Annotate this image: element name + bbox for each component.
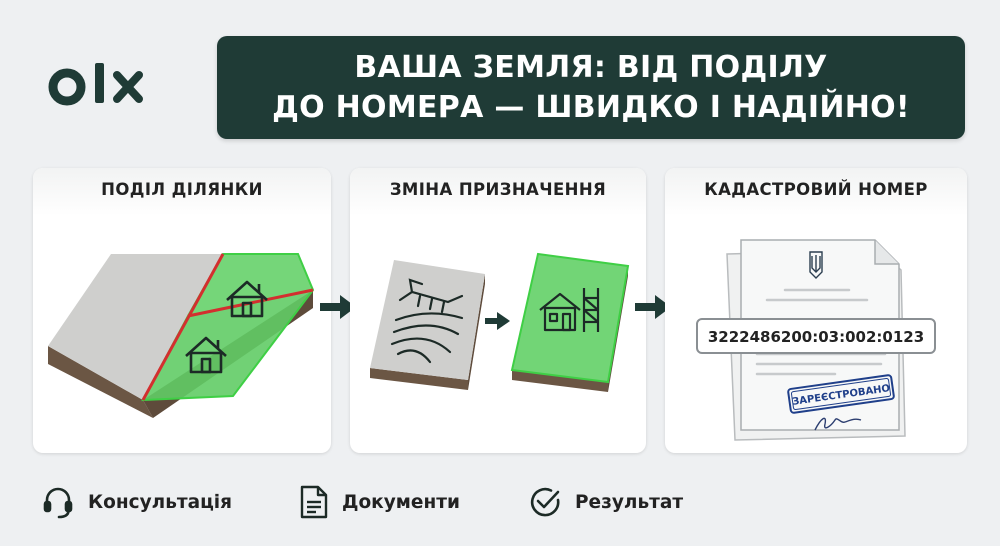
card-cadastral-number: КАДАСТРОВИЙ НОМЕР 3222486200:03:002:0123… bbox=[665, 168, 967, 453]
card-title-change-purpose: ЗМІНА ПРИЗНАЧЕННЯ bbox=[389, 179, 607, 199]
cadastral-number-box bbox=[696, 318, 936, 354]
card-title-plot-division: ПОДІЛ ДІЛЯНКИ bbox=[101, 179, 263, 199]
house-icon bbox=[226, 280, 268, 318]
arrow-right-icon bbox=[320, 295, 356, 319]
footer-documents: Документи bbox=[298, 482, 460, 522]
footer-label-consultation: Консультація bbox=[88, 491, 233, 513]
headline-banner: ВАША ЗЕМЛЯ: ВІД ПОДІЛУ ДО НОМЕРА — ШВИДК… bbox=[217, 36, 965, 139]
check-circle-icon bbox=[530, 487, 560, 517]
divided-plot-illustration bbox=[48, 253, 315, 418]
card-plot-division: ПОДІЛ ДІЛЯНКИ bbox=[33, 168, 331, 453]
cadastral-number-text: 3222486200:03:002:0123 bbox=[708, 328, 924, 346]
house-icon bbox=[185, 336, 227, 374]
house-construction-icon bbox=[539, 288, 600, 332]
parcel-bottom bbox=[143, 290, 313, 400]
arrow-right-icon bbox=[635, 295, 671, 319]
purpose-change-illustration bbox=[370, 252, 630, 392]
footer-consultation: Консультація bbox=[40, 482, 232, 522]
document-icon bbox=[300, 485, 328, 519]
headset-icon bbox=[43, 487, 73, 519]
headline-line-1: ВАША ЗЕМЛЯ: ВІД ПОДІЛУ bbox=[354, 49, 828, 85]
headline-line-2: ДО НОМЕРА — ШВИДКО І НАДІЙНО! bbox=[272, 89, 910, 125]
trident-icon bbox=[809, 251, 823, 279]
cadastral-document-illustration: 3222486200:03:002:0123 ЗАРЕЄСТРОВАНО bbox=[696, 239, 936, 441]
card-change-purpose: ЗМІНА ПРИЗНАЧЕННЯ bbox=[350, 168, 646, 453]
card-title-cadastral-number: КАДАСТРОВИЙ НОМЕР bbox=[704, 179, 928, 199]
signature-icon bbox=[814, 417, 862, 431]
olx-logo bbox=[48, 63, 143, 106]
footer-result: Результат bbox=[527, 482, 683, 522]
footer-label-documents: Документи bbox=[342, 491, 460, 513]
plow-field-icon bbox=[390, 278, 464, 364]
division-line-vertical bbox=[141, 253, 225, 401]
arrow-right-icon bbox=[497, 312, 510, 330]
footer-label-result: Результат bbox=[575, 491, 684, 513]
